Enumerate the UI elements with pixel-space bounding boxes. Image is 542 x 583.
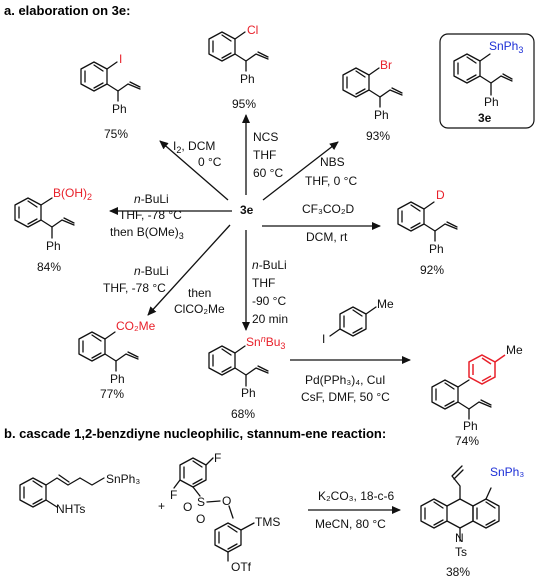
sm2-f1: F — [214, 451, 221, 465]
coupling-cond-1: Pd(PPh₃)₄, CuI — [305, 373, 385, 387]
chloro-cond-2: THF — [253, 148, 276, 162]
iodo-yield: 75% — [104, 127, 128, 141]
deuterio-substituent: D — [436, 188, 445, 202]
section-a-title: a. elaboration on 3e: — [4, 3, 130, 18]
stannyl-product: SnnBu3 Ph 68% — [208, 334, 285, 421]
bromo-product: Br Ph 93% — [342, 58, 403, 143]
stannyl-substituent: SnnBu3 — [246, 334, 285, 351]
rxn-b-cond-2: MeCN, 80 °C — [315, 517, 386, 531]
coupling-cond-2: CsF, DMF, 50 °C — [301, 390, 390, 404]
deuterio-product: D Ph 92% — [397, 188, 458, 277]
sm2-aryne-precursor: F F S O O O TMS OTf — [170, 451, 280, 574]
boronic-yield: 84% — [37, 260, 61, 274]
section-b-title: b. cascade 1,2-benzdiyne nucleophilic, s… — [4, 426, 386, 441]
sm1-nhts: NHTs — [56, 502, 85, 516]
iodo-product: I Ph 75% — [80, 52, 141, 141]
ester-cond-2: THF, -78 °C — [103, 281, 166, 295]
ester-yield: 77% — [100, 387, 124, 401]
rxn-b-product: SnPh₃ N Ts 38% — [420, 465, 524, 579]
ester-cond-3: then — [188, 286, 211, 300]
chloro-substituent: Cl — [247, 23, 258, 37]
arrow-to-ester — [147, 224, 231, 316]
product-ts: Ts — [455, 545, 467, 559]
boronic-substituent: B(OH)2 — [53, 186, 92, 202]
product-yield: 38% — [446, 565, 470, 579]
deuterio-yield: 92% — [420, 263, 444, 277]
sm2-otf: OTf — [231, 560, 252, 574]
product-snph3: SnPh₃ — [490, 465, 524, 479]
ester-substituent: CO₂Me — [116, 319, 156, 333]
chloro-ph: Ph — [240, 72, 255, 86]
boronic-cond-2: THF, -78 °C — [119, 208, 182, 222]
product-n: N — [455, 531, 464, 545]
plus-sign: + — [158, 499, 165, 513]
boronic-cond-3: then B(OMe)3 — [110, 225, 184, 241]
ester-cond-4: ClCO₂Me — [174, 302, 225, 316]
deuterio-cond-1: CF₃CO₂D — [302, 202, 355, 216]
sm2-tms: TMS — [255, 515, 280, 529]
coupling-reagent-me: Me — [377, 297, 394, 311]
ester-cond-1: n-BuLi — [134, 264, 169, 278]
bromo-ph: Ph — [374, 108, 389, 122]
biaryl-product: Me Ph 74% — [431, 343, 523, 448]
ester-product: CO₂Me Ph 77% — [78, 319, 156, 401]
stannyl-cond-2: THF — [252, 276, 275, 290]
stannyl-cond-3: -90 °C — [252, 294, 286, 308]
arrow-to-iodo — [159, 140, 229, 201]
chloro-cond-1: NCS — [253, 130, 278, 144]
chloro-product: Cl Ph 95% — [208, 23, 269, 111]
stannyl-cond-4: 20 min — [252, 312, 288, 326]
deuterio-cond-2: DCM, rt — [306, 230, 348, 244]
iodo-cond-1: I2, DCM — [173, 139, 215, 155]
bromo-cond-2: THF, 0 °C — [305, 174, 357, 188]
biaryl-me: Me — [506, 343, 523, 357]
stannyl-cond-1: n-BuLi — [252, 258, 287, 272]
boronic-cond-1: n-BuLi — [134, 192, 169, 206]
coupling-reagent: Me I — [322, 297, 394, 346]
boronic-ph: Ph — [46, 239, 61, 253]
chloro-cond-3: 60 °C — [253, 166, 283, 180]
chloro-yield: 95% — [232, 97, 256, 111]
boxed-ph: Ph — [484, 95, 499, 109]
iodo-substituent: I — [119, 52, 122, 66]
stannyl-ph: Ph — [241, 386, 256, 400]
iodo-ph: Ph — [112, 102, 127, 116]
sm2-f2: F — [170, 488, 177, 502]
bromo-yield: 93% — [366, 129, 390, 143]
boxed-compound-3e: SnPh3 Ph 3e — [439, 33, 535, 129]
deuterio-ph: Ph — [429, 242, 444, 256]
bromo-substituent: Br — [380, 58, 392, 72]
sm2-o2: O — [196, 512, 205, 526]
arrow-to-bromo — [262, 141, 339, 201]
sm2-o1: O — [183, 500, 192, 514]
sm2-o3: O — [222, 494, 231, 508]
sm2-s: S — [197, 495, 205, 509]
sm1-snph3: SnPh₃ — [106, 472, 140, 486]
boronic-product: B(OH)2 Ph 84% — [14, 186, 92, 274]
rxn-b-cond-1: K₂CO₃, 18-c-6 — [318, 489, 395, 503]
iodo-cond-2: 0 °C — [198, 155, 222, 169]
sm1-allylstannane: SnPh₃ NHTs — [19, 472, 140, 516]
ester-ph: Ph — [110, 372, 125, 386]
center-label-3e: 3e — [240, 203, 254, 217]
coupling-reagent-i: I — [322, 332, 325, 346]
biaryl-ph: Ph — [463, 419, 478, 433]
biaryl-yield: 74% — [455, 434, 479, 448]
stannyl-yield: 68% — [231, 407, 255, 421]
boxed-snph3: SnPh3 — [489, 39, 523, 55]
boxed-label: 3e — [478, 111, 492, 125]
bromo-cond-1: NBS — [320, 155, 345, 169]
